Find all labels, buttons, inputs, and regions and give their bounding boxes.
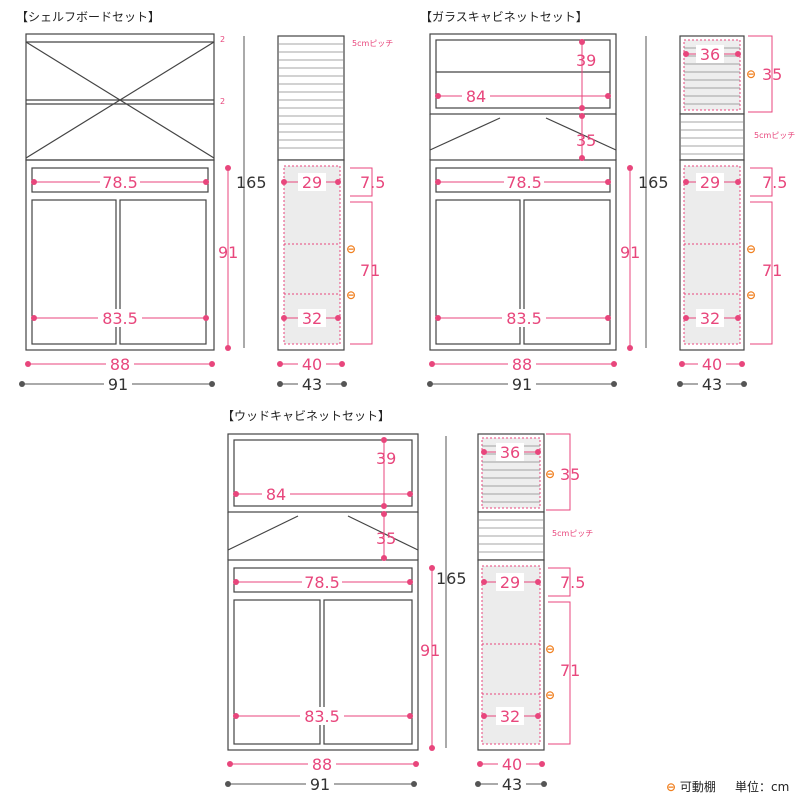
label-91: 91 xyxy=(108,375,128,394)
label-7-5: 7.5 xyxy=(360,173,385,192)
gray-dimension-lines xyxy=(22,36,744,785)
wood-set-front xyxy=(227,433,419,751)
label-32: 32 xyxy=(500,707,520,726)
label-43: 43 xyxy=(502,775,522,794)
label-43: 43 xyxy=(702,375,722,394)
dimension-endpoint-dots xyxy=(19,39,747,787)
label-35: 35 xyxy=(576,131,596,150)
label-91: 91 xyxy=(310,775,330,794)
movable-shelf-marks: ⊖ ⊖ ⊖ ⊖ ⊖ ⊖ ⊖ ⊖ xyxy=(346,67,756,702)
label-7-5: 7.5 xyxy=(560,573,585,592)
label-36: 36 xyxy=(700,45,720,64)
legend-movable-shelf: 可動棚 xyxy=(679,780,716,794)
shelf-set-front xyxy=(25,33,215,351)
title-glass-set: 【ガラスキャビネットセット】 xyxy=(420,10,588,24)
glass-set-side xyxy=(679,35,745,351)
label-83-5: 83.5 xyxy=(304,707,340,726)
label-84: 84 xyxy=(266,485,286,504)
label-78-5: 78.5 xyxy=(304,573,340,592)
label-91-height: 91 xyxy=(620,243,640,262)
label-78-5: 78.5 xyxy=(102,173,138,192)
wood-set-side xyxy=(477,433,545,751)
label-pitch: 5cmピッチ xyxy=(754,131,795,140)
title-shelf-set: 【シェルフボードセット】 xyxy=(16,10,161,24)
label-39: 39 xyxy=(376,449,396,468)
label-88: 88 xyxy=(512,355,532,374)
label-88: 88 xyxy=(312,755,332,774)
label-91-height: 91 xyxy=(420,641,440,660)
label-71: 71 xyxy=(560,661,580,680)
label-91-height: 91 xyxy=(218,243,238,262)
label-35-side: 35 xyxy=(762,65,782,84)
label-40: 40 xyxy=(702,355,722,374)
label-pitch: 5cmピッチ xyxy=(552,529,593,538)
label-78-5: 78.5 xyxy=(506,173,542,192)
title-wood-set: 【ウッドキャビネットセット】 xyxy=(222,409,391,423)
label-40: 40 xyxy=(302,355,322,374)
label-29: 29 xyxy=(500,573,520,592)
label-35-side: 35 xyxy=(560,465,580,484)
label-83-5: 83.5 xyxy=(102,309,138,328)
glass-set-front xyxy=(429,33,617,351)
movable-shelf-icon: ⊖ xyxy=(346,242,356,256)
label-gap-2: 2 xyxy=(220,35,225,44)
label-40: 40 xyxy=(502,755,522,774)
label-36: 36 xyxy=(500,443,520,462)
label-32: 32 xyxy=(302,309,322,328)
movable-shelf-icon: ⊖ xyxy=(746,242,756,256)
movable-shelf-icon: ⊖ xyxy=(746,288,756,302)
movable-shelf-icon: ⊖ xyxy=(346,288,356,302)
label-39: 39 xyxy=(576,51,596,70)
label-35: 35 xyxy=(376,529,396,548)
shelf-set-side xyxy=(277,35,345,351)
movable-shelf-icon: ⊖ xyxy=(545,467,555,481)
legend-unit: 単位：cm xyxy=(734,780,790,794)
label-32: 32 xyxy=(700,309,720,328)
label-43: 43 xyxy=(302,375,322,394)
movable-shelf-icon: ⊖ xyxy=(545,688,555,702)
label-gap-2b: 2 xyxy=(220,97,225,106)
label-165: 165 xyxy=(638,173,669,192)
dimension-labels: 78.5 83.5 88 91 165 91 29 32 40 43 7.5 7… xyxy=(102,35,795,794)
legend: ⊖ 可動棚 単位：cm xyxy=(666,778,789,795)
label-backgrounds xyxy=(98,45,726,793)
movable-shelf-icon: ⊖ xyxy=(545,642,555,656)
label-pitch: 5cmピッチ xyxy=(352,39,393,48)
label-165: 165 xyxy=(236,173,267,192)
label-29: 29 xyxy=(700,173,720,192)
label-88: 88 xyxy=(110,355,130,374)
label-165: 165 xyxy=(436,569,467,588)
label-29: 29 xyxy=(302,173,322,192)
movable-shelf-icon: ⊖ xyxy=(746,67,756,81)
label-71: 71 xyxy=(360,261,380,280)
movable-shelf-icon: ⊖ xyxy=(666,780,677,794)
label-71: 71 xyxy=(762,261,782,280)
label-84: 84 xyxy=(466,87,486,106)
label-7-5: 7.5 xyxy=(762,173,787,192)
label-91: 91 xyxy=(512,375,532,394)
label-83-5: 83.5 xyxy=(506,309,542,328)
pink-dimension-lines xyxy=(28,35,773,765)
